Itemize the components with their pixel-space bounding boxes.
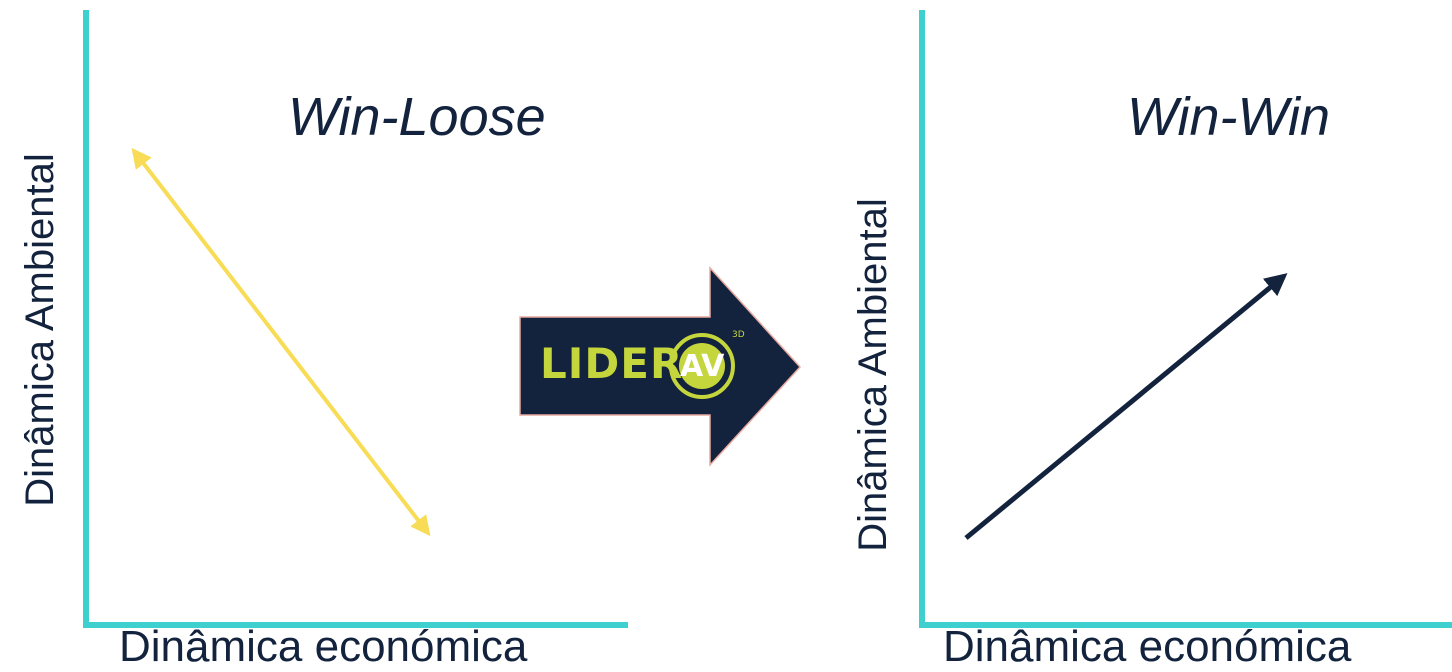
up-right-arrow-icon — [964, 273, 1288, 540]
right-panel-title: Win-Win — [1127, 87, 1331, 147]
right-axes — [919, 10, 1452, 628]
logo-wordmark: LIDER — [540, 339, 684, 388]
left-axes — [83, 10, 628, 628]
right-y-axis-label: Dinâmica Ambiental — [851, 198, 895, 552]
right-arrow-icon — [519, 266, 802, 467]
logo-ring — [669, 333, 735, 399]
left-panel-title: Win-Loose — [288, 87, 546, 147]
double-headed-arrow-icon — [131, 147, 431, 537]
transition-arrow — [519, 266, 802, 467]
left-x-axis-label: Dinâmica económica — [119, 622, 528, 671]
logo-mark: AV — [680, 349, 725, 384]
right-x-axis-label: Dinâmica económica — [943, 622, 1352, 671]
logo-superscript: 3D — [732, 330, 745, 340]
left-y-axis-label: Dinâmica Ambiental — [18, 153, 62, 507]
logo-disc — [679, 343, 725, 389]
